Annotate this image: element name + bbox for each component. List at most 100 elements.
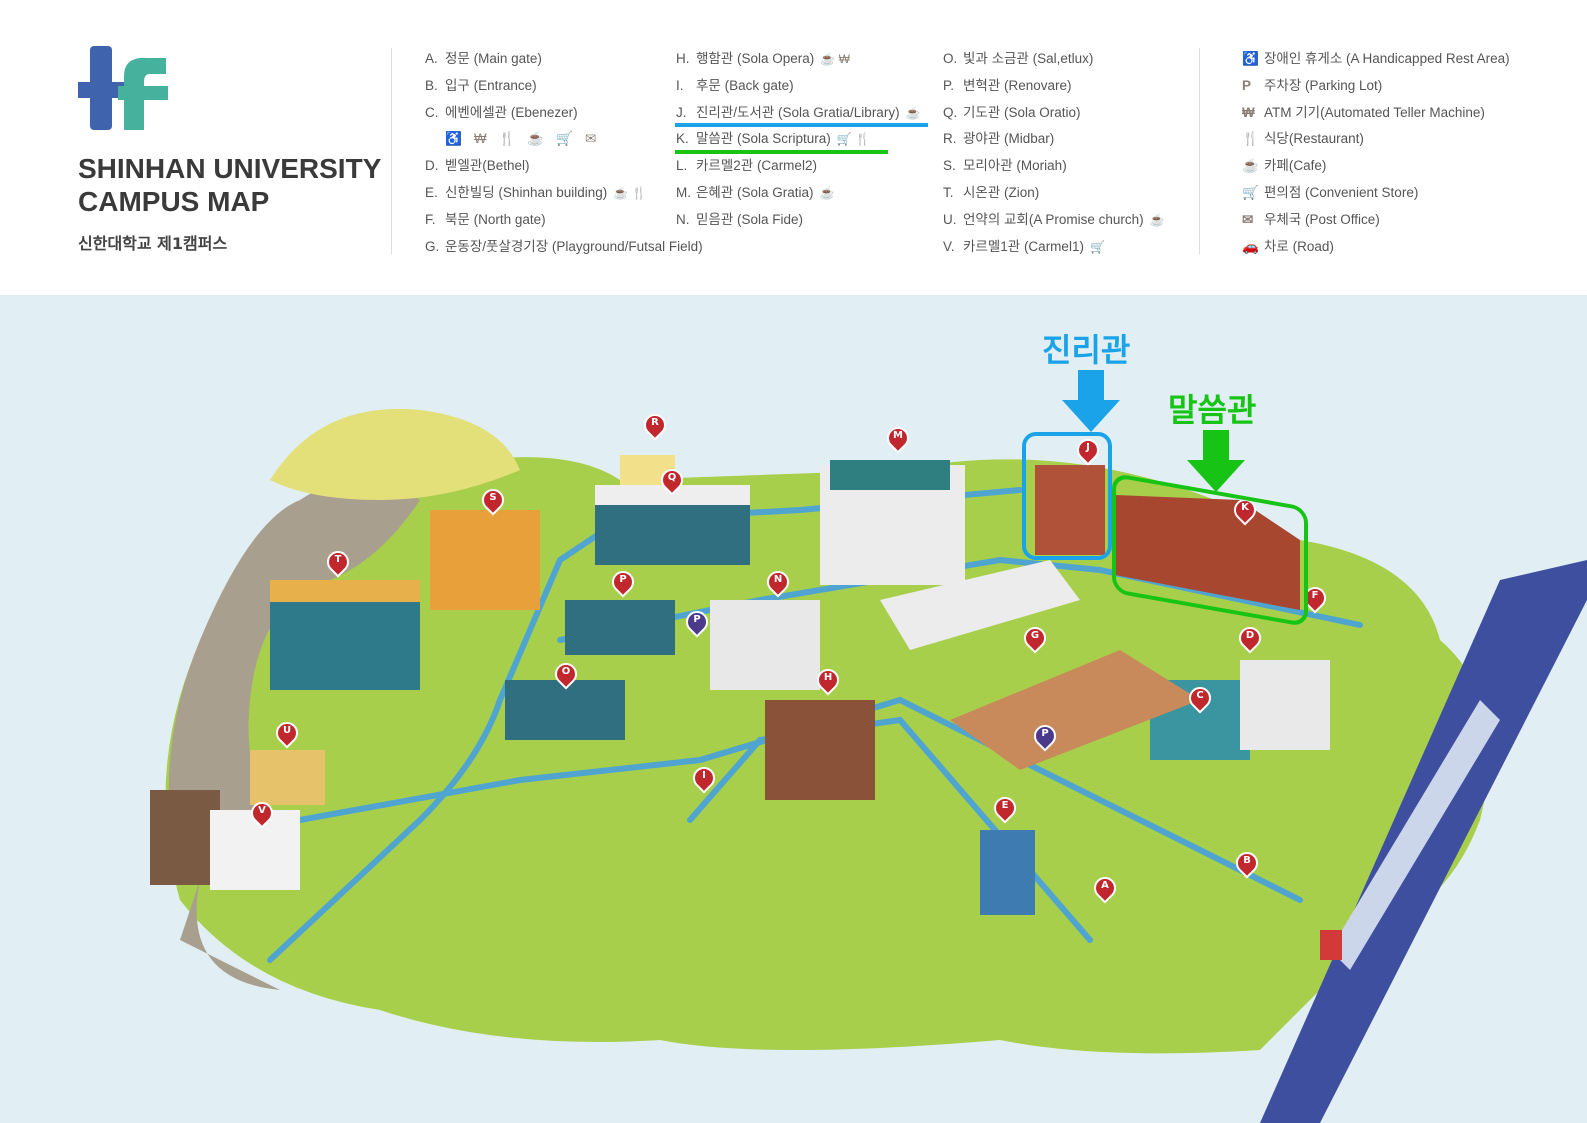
legend-label: 말씀관 (Sola Scriptura) (696, 131, 831, 147)
marker-a[interactable]: A (1089, 872, 1121, 905)
marker-q[interactable]: Q (656, 464, 688, 497)
legend-item: I. 후문 (Back gate) (676, 75, 921, 102)
marker-o[interactable]: O (550, 658, 582, 691)
legend-key: K. (676, 131, 689, 147)
legend-column-1: A.정문 (Main gate)B.입구 (Entrance)C.에벤에셀관 (… (425, 48, 703, 262)
legend-key: L. (676, 158, 688, 174)
symbol-legend-item: ♿ 장애인 휴게소 (A Handicapped Rest Area) (1242, 48, 1510, 75)
legend-item: O.빛과 소금관 (Sal,etlux) (943, 48, 1165, 75)
amenity-icon: ₩ (473, 131, 487, 147)
legend-key: E. (425, 184, 438, 200)
legend-key: O. (943, 51, 958, 66)
legend-label: 에벤에셀관 (Ebenezer) (445, 104, 578, 120)
symbol-label: 우체국 (Post Office) (1264, 211, 1380, 227)
marker-parking[interactable]: P (681, 606, 713, 639)
marker-v[interactable]: V (246, 797, 278, 830)
legend-item: ♿ ₩ 🍴 ☕ 🛒 ✉ (425, 128, 703, 155)
legend-item: L.카르멜2관 (Carmel2) (676, 155, 921, 182)
legend-item: U.언약의 교회(A Promise church)☕ (943, 209, 1165, 236)
campus-map[interactable]: R Q M J K S T P N P O H G D F C P I E A … (0, 295, 1587, 1123)
legend-label: 언약의 교회(A Promise church) (963, 211, 1144, 227)
marker-i[interactable]: I (688, 762, 720, 795)
legend-key: I. (676, 77, 684, 93)
legend-label: 기도관 (Sola Oratio) (963, 104, 1081, 120)
legend-label: 변혁관 (Renovare) (963, 77, 1072, 93)
symbol-legend-item: 🛒편의점 (Convenient Store) (1242, 182, 1510, 209)
amenity-icons: 🛒 🍴 (836, 132, 871, 147)
marker-k[interactable]: K (1229, 494, 1261, 527)
jinri-underline (675, 123, 928, 127)
legend-label: 정문 (Main gate) (445, 51, 542, 66)
amenity-icon: 🍴 (498, 131, 516, 147)
amenity-icon: ☕ (527, 131, 545, 147)
marker-parking[interactable]: P (1029, 720, 1061, 753)
legend-key: Q. (943, 104, 958, 120)
symbol-legend-item: ☕카페(Cafe) (1242, 155, 1510, 182)
amenity-icon: ♿ (445, 131, 462, 147)
legend-key: H. (676, 51, 690, 66)
symbol-label: 차로 (Road) (1264, 238, 1334, 254)
legend-label: 북문 (North gate) (445, 211, 546, 227)
marker-j[interactable]: J (1072, 434, 1104, 467)
legend-label: 진리관/도서관 (Sola Gratia/Library) (696, 104, 900, 120)
legend-key: V. (943, 238, 955, 254)
legend-key: P. (943, 77, 955, 93)
legend-label: 벧엘관(Bethel) (445, 158, 530, 174)
legend-key: A. (425, 51, 438, 66)
symbol-icon: 🍴 (1242, 131, 1259, 147)
marker-b[interactable]: B (1231, 847, 1263, 880)
legend-label: 광야관 (Midbar) (963, 131, 1055, 147)
divider (391, 48, 392, 254)
marker-p[interactable]: P (607, 566, 639, 599)
marker-t[interactable]: T (322, 546, 354, 579)
legend-label: 믿음관 (Sola Fide) (696, 211, 804, 227)
legend-key: T. (943, 184, 954, 200)
legend-label: 후문 (Back gate) (696, 77, 794, 93)
symbol-label: 장애인 휴게소 (A Handicapped Rest Area) (1264, 51, 1510, 66)
legend-key: J. (676, 104, 687, 120)
marker-e[interactable]: E (989, 792, 1021, 825)
legend-label: 카르멜1관 (Carmel1) (963, 238, 1084, 254)
symbol-legend-item: ₩ATM 기기(Automated Teller Machine) (1242, 102, 1510, 129)
legend-label: 입구 (Entrance) (445, 77, 537, 93)
legend-label: 모리아관 (Moriah) (963, 158, 1067, 174)
university-logo (78, 46, 168, 138)
legend-label: 시온관 (Zion) (963, 184, 1040, 200)
legend-key: M. (676, 184, 691, 200)
marker-u[interactable]: U (271, 717, 303, 750)
amenity-icon: 🛒 (556, 131, 573, 147)
legend-item: V.카르멜1관 (Carmel1)🛒 (943, 236, 1165, 263)
page-title: SHINHAN UNIVERSITY CAMPUS MAP (78, 153, 381, 217)
malsseum-underline (675, 150, 888, 154)
marker-n[interactable]: N (762, 566, 794, 599)
legend-item: M.은혜관 (Sola Gratia)☕ (676, 182, 921, 209)
marker-c[interactable]: C (1184, 682, 1216, 715)
symbol-icon: 🛒 (1242, 184, 1259, 200)
symbol-icon: ♿ (1242, 51, 1259, 66)
marker-d[interactable]: D (1234, 622, 1266, 655)
marker-r[interactable]: R (639, 409, 671, 442)
legend-item: N.믿음관 (Sola Fide) (676, 209, 921, 236)
legend-label: 은혜관 (Sola Gratia) (696, 184, 814, 200)
amenity-icons: ☕ 🍴 (613, 185, 647, 200)
map-illustration (150, 408, 1587, 1123)
legend-item: R.광야관 (Midbar) (943, 128, 1165, 155)
symbol-label: 카페(Cafe) (1264, 158, 1327, 174)
legend-key: S. (943, 158, 956, 174)
legend-item: C.에벤에셀관 (Ebenezer) (425, 102, 703, 129)
marker-g[interactable]: G (1019, 622, 1051, 655)
legend-item: E.신한빌딩 (Shinhan building)☕ 🍴 (425, 182, 703, 209)
marker-m[interactable]: M (882, 422, 914, 455)
amenity-icon: ✉ (585, 131, 597, 147)
marker-h[interactable]: H (812, 664, 844, 697)
symbol-icon: ✉ (1242, 211, 1254, 227)
symbol-legend-item: 🍴식당(Restaurant) (1242, 128, 1510, 155)
amenity-icons: ☕ (1149, 212, 1165, 227)
legend-key: G. (425, 238, 440, 254)
marker-s[interactable]: S (477, 484, 509, 517)
amenity-icons: ☕ (905, 105, 921, 120)
symbol-icon: ₩ (1242, 104, 1255, 120)
marker-f[interactable]: F (1299, 582, 1331, 615)
